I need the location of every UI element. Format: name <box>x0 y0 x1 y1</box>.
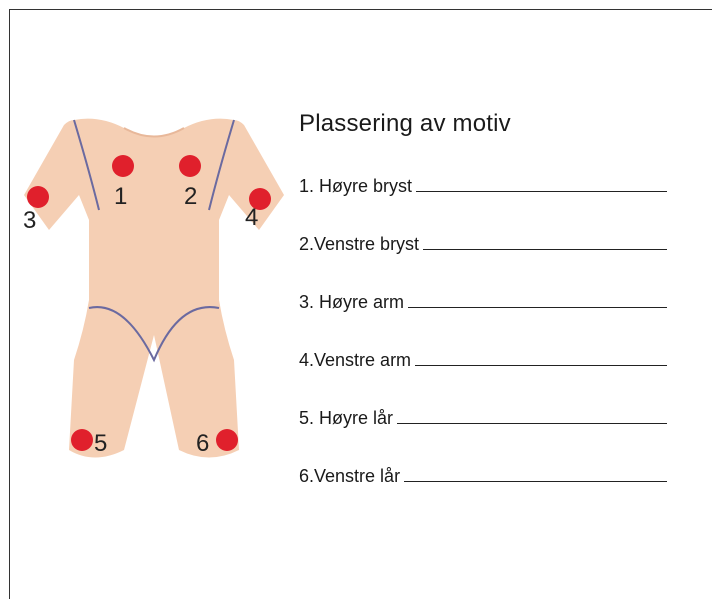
placement-list: 1. Høyre bryst 2.Venstre bryst 3. Høyre … <box>299 175 679 523</box>
list-item: 6.Venstre lår <box>299 465 679 523</box>
marker-6-dot <box>216 429 238 451</box>
marker-2-dot <box>179 155 201 177</box>
list-item: 3. Høyre arm <box>299 291 679 349</box>
item-label: 2.Venstre bryst <box>299 234 419 255</box>
suit-body <box>24 119 284 458</box>
fill-in-line[interactable] <box>415 349 667 366</box>
suit-illustration: 1 2 3 4 5 6 <box>14 100 284 480</box>
list-item: 2.Venstre bryst <box>299 233 679 291</box>
list-item: 4.Venstre arm <box>299 349 679 407</box>
fill-in-line[interactable] <box>423 233 667 250</box>
item-label: 6.Venstre lår <box>299 466 400 487</box>
marker-5-label: 5 <box>94 430 107 457</box>
marker-4-label: 4 <box>245 204 258 231</box>
item-label: 4.Venstre arm <box>299 350 411 371</box>
fill-in-line[interactable] <box>408 291 667 308</box>
marker-1-dot <box>112 155 134 177</box>
fill-in-line[interactable] <box>404 465 667 482</box>
page-title: Plassering av motiv <box>299 110 511 138</box>
suit-figure: 1 2 3 4 5 6 <box>14 100 284 480</box>
item-label: 1. Høyre bryst <box>299 176 412 197</box>
fill-in-line[interactable] <box>397 407 667 424</box>
list-item: 5. Høyre lår <box>299 407 679 465</box>
marker-1-label: 1 <box>114 183 127 210</box>
item-label: 5. Høyre lår <box>299 408 393 429</box>
list-item: 1. Høyre bryst <box>299 175 679 233</box>
fill-in-line[interactable] <box>416 175 667 192</box>
item-label: 3. Høyre arm <box>299 292 404 313</box>
marker-5-dot <box>71 429 93 451</box>
marker-6-label: 6 <box>196 430 209 457</box>
marker-3-dot <box>27 186 49 208</box>
marker-3-label: 3 <box>23 207 36 234</box>
marker-2-label: 2 <box>184 183 197 210</box>
